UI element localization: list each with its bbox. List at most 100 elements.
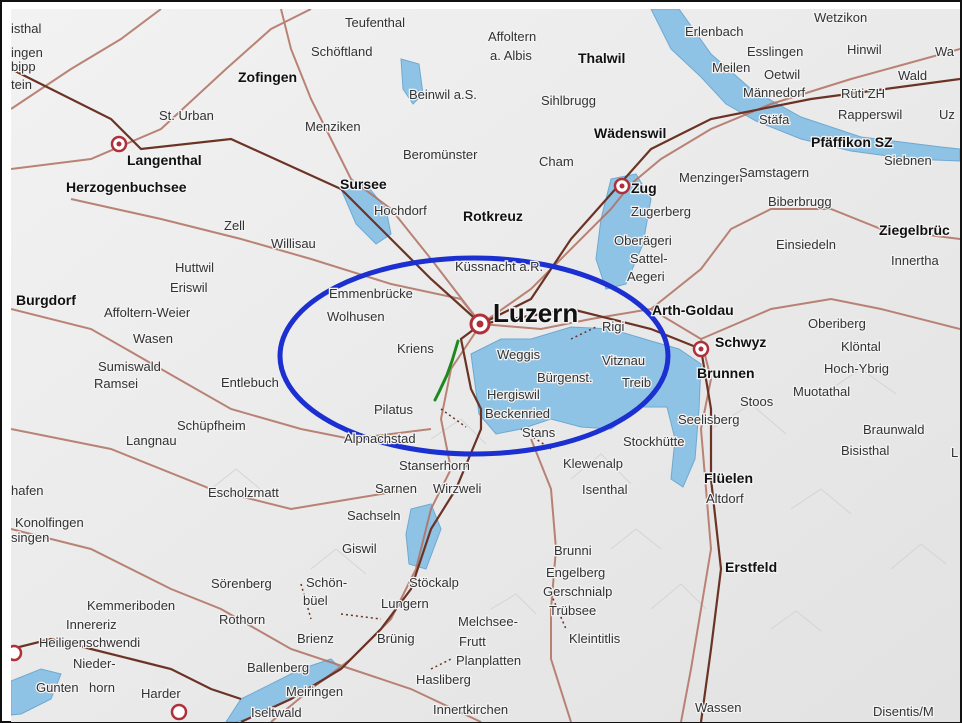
place-label-affoltern-weier: Affoltern-Weier (104, 305, 191, 320)
place-label-hafen: hafen (11, 483, 44, 498)
place-label-seelisberg: Seelisberg (678, 412, 739, 427)
place-label-wa: Wa (935, 44, 955, 59)
place-label-erstfeld: Erstfeld (725, 559, 777, 575)
place-label-eriswil: Eriswil (170, 280, 208, 295)
place-label-zug: Zug (631, 180, 657, 196)
place-label-pilatus: Pilatus (374, 402, 414, 417)
place-label-ziegelbruck: Ziegelbrüc (879, 222, 950, 238)
place-labels: isthalingenbippteinTeufenthalSchöftlandZ… (11, 9, 959, 721)
place-label-horn: horn (89, 680, 115, 695)
place-label-altdorf: Altdorf (706, 491, 744, 506)
place-label-sumiswald: Sumiswald (98, 359, 161, 374)
place-label-rotkreuz: Rotkreuz (463, 208, 523, 224)
place-label-kleintitlis: Kleintitlis (569, 631, 621, 646)
lake-thun (11, 668, 62, 716)
place-label-planplatten: Planplatten (456, 653, 521, 668)
place-label-isenthal: Isenthal (582, 482, 628, 497)
place-label-l: L (951, 445, 958, 460)
map-canvas[interactable]: isthalingenbippteinTeufenthalSchöftlandZ… (11, 9, 960, 722)
place-label-schupfheim: Schüpfheim (177, 418, 246, 433)
place-label-einsiedeln: Einsiedeln (776, 237, 836, 252)
lake-zug (595, 173, 652, 290)
place-label-emmenbrucke: Emmenbrücke (329, 286, 413, 301)
place-label-sarnen: Sarnen (375, 481, 417, 496)
place-label-langenthal: Langenthal (127, 152, 202, 168)
place-label-bipp: bipp (11, 59, 36, 74)
place-label-beinwil: Beinwil a.S. (409, 87, 477, 102)
place-label-sorenberg: Sörenberg (211, 576, 272, 591)
place-label-meiringen: Meiringen (286, 684, 343, 699)
place-label-menzingen: Menzingen (679, 170, 743, 185)
place-label-sachseln: Sachseln (347, 508, 400, 523)
lake-lucerne (470, 326, 702, 488)
place-label-willisau: Willisau (271, 236, 316, 251)
place-label-menziken: Menziken (305, 119, 361, 134)
place-label-ballenberg: Ballenberg (247, 660, 309, 675)
place-label-tein: tein (11, 77, 32, 92)
place-label-stanserhorn: Stanserhorn (399, 458, 470, 473)
place-label-brunig: Brünig (377, 631, 415, 646)
place-label-sihlbrugg: Sihlbrugg (541, 93, 596, 108)
place-label-wolhusen: Wolhusen (327, 309, 385, 324)
place-label-innereriz: Innereriz (66, 617, 117, 632)
place-label-bisisthal: Bisisthal (841, 443, 890, 458)
place-label-stans: Stans (522, 425, 556, 440)
place-label-zofingen: Zofingen (238, 69, 297, 85)
place-label-muotathal: Muotathal (793, 384, 850, 399)
place-label-huttwil: Huttwil (175, 260, 214, 275)
place-label-innertkirchen: Innertkirchen (433, 702, 508, 717)
place-label-ruti: Rüti ZH (841, 86, 885, 101)
place-label-vitznau: Vitznau (602, 353, 645, 368)
place-label-fluelen: Flüelen (704, 470, 753, 486)
place-label-pfaffikon: Pfäffikon SZ (811, 134, 893, 150)
place-label-herzogenbuchsee: Herzogenbuchsee (66, 179, 187, 195)
place-label-rigi: Rigi (602, 319, 625, 334)
place-label-schon: Schön- (306, 575, 347, 590)
place-label-stoos: Stoos (740, 394, 774, 409)
place-label-siebnen: Siebnen (884, 153, 932, 168)
place-label-wadenswil: Wädenswil (594, 125, 666, 141)
lakes (11, 9, 960, 722)
place-label-wasen: Wasen (133, 331, 173, 346)
place-label-harder: Harder (141, 686, 181, 701)
place-label-arth-goldau: Arth-Goldau (652, 302, 734, 318)
place-label-cham: Cham (539, 154, 574, 169)
rail-network (11, 68, 960, 722)
lake-zurich (650, 9, 960, 162)
place-label-langnau: Langnau (126, 433, 177, 448)
place-label-braunwald: Braunwald (863, 422, 924, 437)
place-label-wassen: Wassen (695, 700, 741, 715)
place-label-buel: büel (303, 593, 328, 608)
place-label-nieder: Nieder- (73, 656, 116, 671)
place-label-melchsee: Melchsee- (458, 614, 518, 629)
place-label-burgenst: Bürgenst. (537, 370, 593, 385)
place-label-giswil: Giswil (342, 541, 377, 556)
place-label-stafa: Stäfa (759, 112, 790, 127)
lake-hallwil (400, 58, 424, 105)
place-label-treib: Treib (622, 375, 651, 390)
place-label-escholzmatt: Escholzmatt (208, 485, 279, 500)
place-label-gunten: Gunten (36, 680, 79, 695)
place-label-uz: Uz (939, 107, 955, 122)
place-label-stockalp: Stöckalp (409, 575, 459, 590)
place-label-beckenried: Beckenried (485, 406, 550, 421)
place-label-affoltern-albis-2: a. Albis (490, 48, 532, 63)
place-label-samstagern: Samstagern (739, 165, 809, 180)
place-label-st-urban: St. Urban (159, 108, 214, 123)
cableways (300, 326, 597, 670)
place-label-alpnachstad: Alpnachstad (344, 431, 416, 446)
place-label-luzern: Luzern (493, 298, 578, 328)
place-label-brunni: Brunni (554, 543, 592, 558)
place-label-konolfingen: Konolfingen (15, 515, 84, 530)
city-markers (11, 135, 710, 721)
place-label-singen: singen (11, 530, 49, 545)
place-label-stockhutte: Stockhütte (623, 434, 684, 449)
place-label-schwyz: Schwyz (715, 334, 766, 350)
place-label-innerthal: Innertha (891, 253, 939, 268)
place-label-hinwil: Hinwil (847, 42, 882, 57)
place-label-wald: Wald (898, 68, 927, 83)
place-label-aegeri: Aegeri (627, 269, 665, 284)
place-label-hochdorf: Hochdorf (374, 203, 427, 218)
